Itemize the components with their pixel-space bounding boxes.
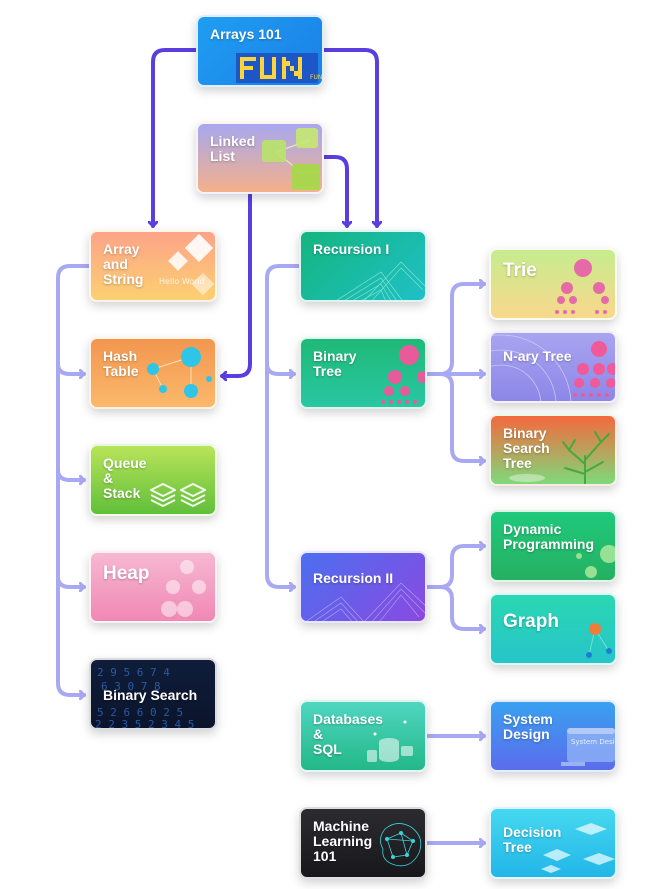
card-arrays-101-label: Arrays 101 [210, 26, 282, 42]
arrow-recursion2-to-dp-graph [424, 546, 486, 589]
linked-nodes-icon [262, 128, 320, 190]
branch-tree-icon [509, 431, 610, 484]
binary-tree-icon [381, 345, 425, 404]
svg-text:6 3 0 7 8: 6 3 0 7 8 [101, 680, 161, 693]
card-heap[interactable]: Heap [89, 551, 217, 623]
card-heap-label: Heap [103, 563, 150, 584]
arrow-arrays-to-recursion1 [322, 48, 377, 228]
trie-tree-icon [555, 259, 609, 314]
card-binary-tree[interactable]: Binary Tree [299, 337, 427, 409]
card-array-and-string-label: Array and String [103, 241, 144, 287]
stack-layers-icon [150, 483, 206, 507]
arrow-linkedlist-to-recursion1 [322, 155, 347, 228]
card-system-design-label: System Design [503, 711, 553, 742]
card-linked-list-label: Linked List [210, 133, 256, 164]
card-nary-tree-label: N-ary Tree [503, 348, 572, 364]
brain-network-icon [380, 823, 422, 867]
card-recursion-1[interactable]: Recursion I [299, 230, 427, 302]
arrow-recursion1-to-children [265, 264, 301, 587]
card-decision-tree[interactable]: Decision Tree [489, 807, 617, 879]
card-array-and-string[interactable]: Array and String Hello World [89, 230, 217, 302]
card-recursion-1-label: Recursion I [313, 241, 390, 257]
arrow-binarytree-to-trees [424, 284, 486, 376]
hello-world-text: Hello World [159, 277, 205, 286]
card-linked-list[interactable]: Linked List [196, 122, 324, 194]
system-window-icon: System Design [561, 728, 617, 766]
card-bst-label: Binary Search Tree [503, 425, 550, 471]
fun-badge-text: FUN [310, 74, 322, 81]
recursive-lines-icon [336, 261, 425, 300]
card-recursion-2[interactable]: Recursion II [299, 551, 427, 623]
nary-tree-icon [491, 334, 615, 401]
arrow-linkedlist-to-hashtable [220, 193, 252, 376]
card-recursion-2-label: Recursion II [313, 570, 394, 586]
card-binary-search-label: Binary Search [103, 687, 198, 703]
system-design-window-text: System Design [571, 738, 617, 746]
database-icon [367, 720, 413, 762]
card-nary-tree[interactable]: N-ary Tree [489, 331, 617, 403]
card-ml-label: Machine Learning 101 [313, 818, 373, 864]
card-graph[interactable]: Graph [489, 593, 617, 665]
card-databases-sql[interactable]: Databases & SQL [299, 700, 427, 772]
diamond-shapes-icon: Hello World [159, 233, 215, 296]
card-binary-tree-label: Binary Tree [313, 348, 357, 379]
card-dp-label: Dynamic Programming [503, 521, 595, 552]
card-hash-table-label: Hash Table [103, 348, 139, 379]
dp-bubbles-icon [576, 545, 615, 578]
svg-text:2 2 3 5 2 3 4 5: 2 2 3 5 2 3 4 5 [95, 718, 194, 730]
card-graph-label: Graph [503, 611, 559, 632]
svg-text:2 9 5 6 7 4: 2 9 5 6 7 4 [97, 666, 170, 679]
card-binary-search[interactable]: 2 9 5 6 7 4 6 3 0 7 8 5 2 6 6 0 2 5 2 2 … [89, 658, 217, 730]
card-binary-search-tree[interactable]: Binary Search Tree [489, 414, 617, 486]
card-arrays-101[interactable]: Arrays 101 FUN [196, 15, 324, 87]
decision-tiles-icon [541, 823, 615, 873]
arrow-arrays-to-arraystring [153, 48, 198, 228]
card-trie[interactable]: Trie [489, 248, 617, 320]
card-databases-label: Databases & SQL [313, 711, 384, 757]
card-hash-table[interactable]: Hash Table [89, 337, 217, 409]
card-system-design[interactable]: System Design System Design [489, 700, 617, 772]
recursive-lines-icon [306, 582, 425, 621]
card-queue-stack-label: Queue & Stack [103, 455, 147, 501]
arrow-arraystring-to-others [56, 264, 91, 697]
hash-bubbles-icon [147, 347, 212, 398]
heap-circles-icon [161, 560, 206, 617]
svg-text:5 2 6 6 0 2 5: 5 2 6 6 0 2 5 [97, 706, 183, 719]
card-decision-tree-label: Decision Tree [503, 824, 562, 855]
card-queue-stack[interactable]: Queue & Stack [89, 444, 217, 516]
graph-nodes-icon [586, 623, 612, 658]
fun-pixel-icon: FUN [236, 53, 322, 83]
card-dynamic-programming[interactable]: Dynamic Programming [489, 510, 617, 582]
card-trie-label: Trie [503, 260, 537, 281]
matrix-digits-icon: 2 9 5 6 7 4 6 3 0 7 8 5 2 6 6 0 2 5 2 2 … [95, 666, 194, 730]
card-machine-learning-101[interactable]: Machine Learning 101 [299, 807, 427, 879]
